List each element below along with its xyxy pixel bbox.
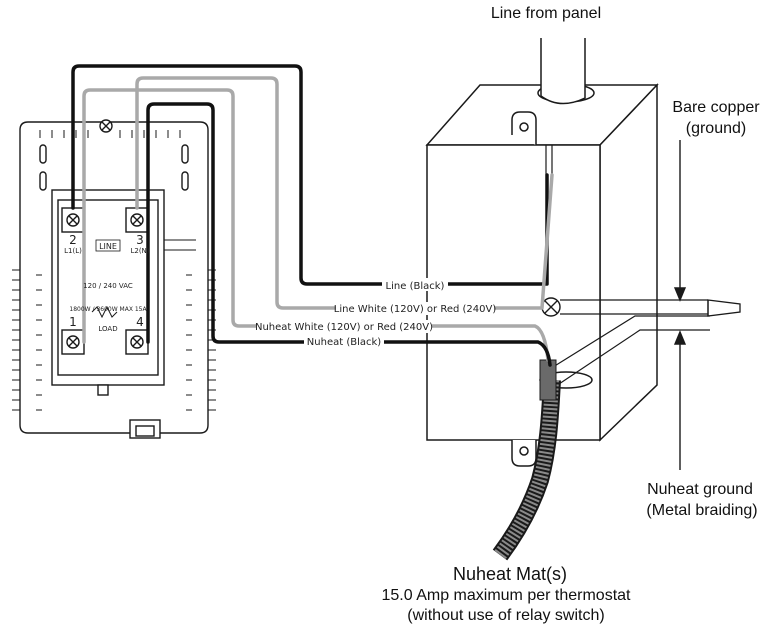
terminal-2-label: 2 (69, 233, 77, 247)
wire-label-nuheat-white: Nuheat White (120V) or Red (240V) (255, 320, 433, 333)
nuheat-braid-lead (544, 315, 710, 391)
wire-line-white (135, 76, 554, 310)
wire-label-nuheat-black: Nuheat (Black) (304, 335, 384, 348)
load-label: LOAD (98, 325, 117, 333)
label-bare-copper: Bare copper (672, 99, 760, 116)
label-bare-copper-ground: (ground) (686, 120, 746, 137)
label-metal-braiding: (Metal braiding) (646, 502, 757, 519)
wire-label-line-black: Line (Black) (382, 278, 448, 292)
panel-cable (540, 38, 586, 175)
nuheat-mat-cable (492, 359, 561, 561)
terminal-block-top (61, 207, 149, 233)
label-line-from-panel: Line from panel (491, 5, 601, 22)
terminal-block-bottom (61, 329, 149, 355)
terminal-3-sub: L2(N) (130, 247, 149, 255)
svg-text:LINE: LINE (99, 242, 117, 251)
ground-screw (541, 297, 561, 317)
junction-box (425, 83, 659, 467)
rating-label: 1800W / 3600W MAX 15A (69, 306, 147, 313)
terminal-1-label: 1 (69, 315, 77, 329)
label-nuheat-ground: Nuheat ground (647, 481, 753, 498)
terminal-3-label: 3 (136, 233, 144, 247)
svg-text:Nuheat White (120V) or Red (24: Nuheat White (120V) or Red (240V) (255, 322, 433, 333)
line-tag: LINE (95, 239, 121, 252)
bare-copper-ground-wire (560, 299, 741, 317)
label-mat-amp: 15.0 Amp maximum per thermostat (382, 587, 632, 604)
ground-arrows (673, 140, 687, 470)
voltage-label: 120 / 240 VAC (83, 282, 133, 290)
label-mat-title: Nuheat Mat(s) (453, 564, 567, 584)
terminal-2-sub: L1(L) (64, 247, 82, 255)
wire-label-line-white: Line White (120V) or Red (240V) (334, 302, 497, 315)
wire-nuheat-white (82, 88, 550, 362)
thermostat-back-plate (12, 119, 216, 439)
svg-text:Nuheat (Black): Nuheat (Black) (307, 337, 381, 348)
svg-text:Line White (120V) or Red (240V: Line White (120V) or Red (240V) (334, 304, 497, 315)
wires (71, 64, 554, 367)
svg-text:Line (Black): Line (Black) (386, 281, 445, 292)
wire-line-black (71, 64, 549, 286)
wire-nuheat-black (146, 102, 552, 367)
terminal-4-label: 4 (136, 315, 144, 329)
label-mat-relay: (without use of relay switch) (407, 607, 604, 624)
